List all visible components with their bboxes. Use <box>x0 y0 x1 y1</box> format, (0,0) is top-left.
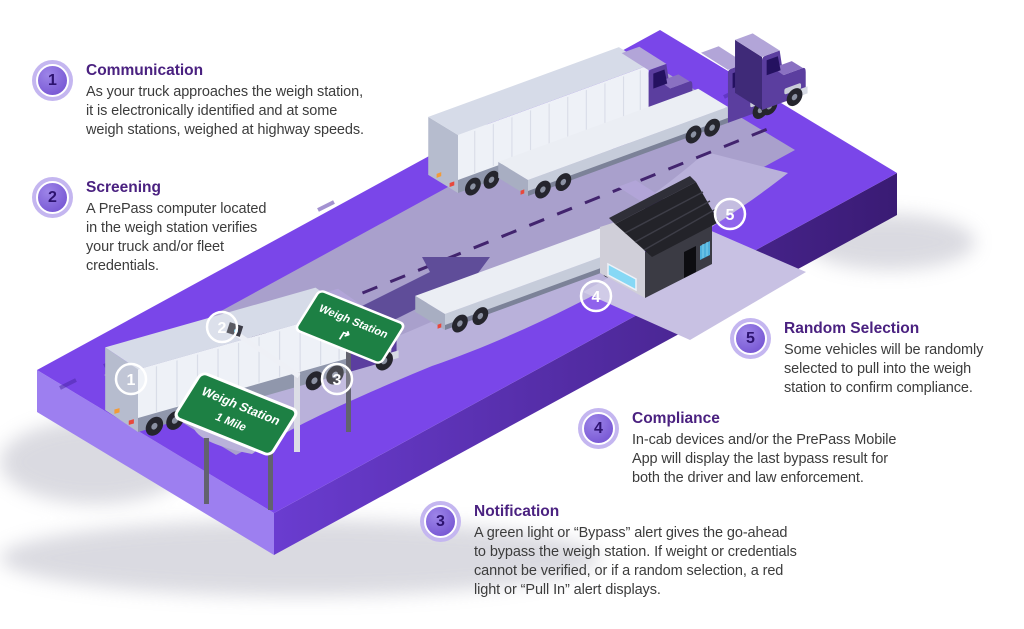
callout-5-title: Random Selection <box>784 320 920 337</box>
callout-5-badge: 5 <box>730 318 771 359</box>
weigh-station-pad <box>583 226 806 340</box>
callout-notification: 3 Notification A green light or “Bypass”… <box>420 501 860 600</box>
callout-2-body: A PrePass computer located in the weigh … <box>86 201 267 274</box>
callout-5-number: 5 <box>746 329 755 347</box>
callout-4-body: In-cab devices and/or the PrePass Mobile… <box>632 432 897 486</box>
callout-1-title: Communication <box>86 62 204 79</box>
callout-4-title: Compliance <box>632 410 720 427</box>
road-marker-4: 4 <box>579 279 613 313</box>
callout-3-number: 3 <box>436 512 445 530</box>
callout-screening: 2 Screening A PrePass computer located i… <box>32 177 332 276</box>
truck-bobtail-cab <box>735 13 808 128</box>
callout-1-body: As your truck approaches the weigh stati… <box>86 84 364 138</box>
callout-5-body: Some vehicles will be randomly selected … <box>784 342 984 396</box>
callout-3-badge: 3 <box>420 501 461 542</box>
callout-compliance: 4 Compliance In-cab devices and/or the P… <box>578 408 958 488</box>
callout-3-title: Notification <box>474 503 560 520</box>
weigh-station-mile-sign: Weigh Station 1 Mile <box>174 372 298 510</box>
road-marker-1: 1 <box>114 362 148 396</box>
svg-text:3: 3 <box>333 372 342 389</box>
road-marker-2: 2 <box>205 310 239 344</box>
svg-text:1: 1 <box>127 372 136 389</box>
weigh-station-building <box>600 176 719 298</box>
callout-random-selection: 5 Random Selection Some vehicles will be… <box>730 318 1020 398</box>
callout-2-title: Screening <box>86 179 161 196</box>
road-marker-3: 3 <box>320 362 354 396</box>
svg-text:2: 2 <box>218 320 227 337</box>
svg-text:5: 5 <box>726 207 735 224</box>
svg-text:4: 4 <box>592 289 601 306</box>
callout-3-body: A green light or “Bypass” alert gives th… <box>474 525 797 598</box>
callout-communication: 1 Communication As your truck approaches… <box>32 60 452 140</box>
callout-4-badge: 4 <box>578 408 619 449</box>
callout-1-badge: 1 <box>32 60 73 101</box>
center-dash-line <box>139 124 776 385</box>
weigh-station-exit-sign: Weigh Station ↱ <box>295 290 405 432</box>
callout-2-badge: 2 <box>32 177 73 218</box>
road-markers: 1 2 3 4 5 <box>114 197 747 396</box>
callout-2-number: 2 <box>48 188 57 206</box>
road-marker-5: 5 <box>713 197 747 231</box>
callout-1-number: 1 <box>48 71 57 89</box>
callout-4-number: 4 <box>594 419 603 437</box>
